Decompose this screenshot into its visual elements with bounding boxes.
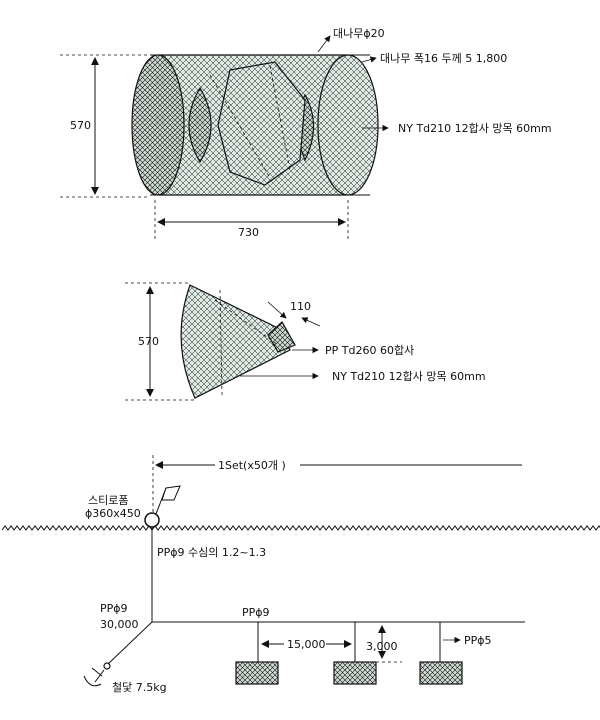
pp9-length-label: 30,000 [100, 618, 139, 631]
trap-dimensions: 570 730 [60, 54, 349, 240]
funnel-opening-dim: 110 [290, 300, 311, 313]
funnel-mouth [267, 321, 296, 353]
trap-cylinder [131, 54, 379, 196]
funnel-cone [180, 284, 296, 399]
funnel-ny-label: NY Td210 12합사 망목 60mm [332, 370, 486, 383]
float-name-label: 스티로폼 [88, 494, 128, 507]
funnel-net [180, 284, 291, 399]
flag-icon [161, 485, 181, 501]
pp9-depth-label: PPϕ9 수심의 1.2~1.3 [157, 546, 266, 559]
trap-right-end [317, 54, 379, 196]
trap-box [333, 661, 377, 685]
branch-rope-label: PPϕ5 [464, 634, 492, 647]
set-count-label: 1Set(x50개 ) [218, 459, 286, 472]
float-size-label: ϕ360x450 [85, 507, 141, 520]
funnel-height-dim: 570 [138, 335, 159, 348]
net-body-label: NY Td210 12합사 망목 60mm [398, 122, 552, 135]
anchor-icon [83, 662, 111, 687]
spacing-label: 15,000 [287, 638, 326, 651]
trap-inner-funnel-left [188, 86, 212, 164]
trap-box [419, 661, 463, 685]
trap-center-hexagon [217, 61, 306, 186]
mainline-label: PPϕ9 [242, 606, 270, 619]
trap-left-end [131, 54, 185, 196]
branch-traps [235, 622, 463, 685]
trap-height-dim: 570 [70, 119, 91, 132]
trap-length-dim: 730 [238, 226, 259, 239]
float-buoy: 스티로폼 ϕ360x450 [85, 485, 181, 528]
anchor-label: 철닻 7.5kg [112, 681, 167, 694]
bamboo-strip-label: 대나무 폭16 두께 5 1,800 [380, 52, 507, 65]
float-icon [144, 512, 160, 528]
funnel-dimensions: 570 110 PP Td260 60합사 NY Td210 12합사 망목 6… [125, 282, 486, 401]
branch-length-label: 3,000 [366, 640, 398, 653]
sea-surface [1, 525, 600, 531]
rig-set-dimension: 1Set(x50개 ) [152, 455, 522, 515]
trap-labels: 대나무ϕ20 대나무 폭16 두께 5 1,800 NY Td210 12합사 … [317, 27, 552, 135]
trap-box [235, 661, 279, 685]
bamboo-diameter-label: 대나무ϕ20 [333, 27, 385, 40]
funnel-pp-label: PP Td260 60합사 [325, 344, 414, 357]
pp9-rope-label: PPϕ9 [100, 602, 128, 615]
